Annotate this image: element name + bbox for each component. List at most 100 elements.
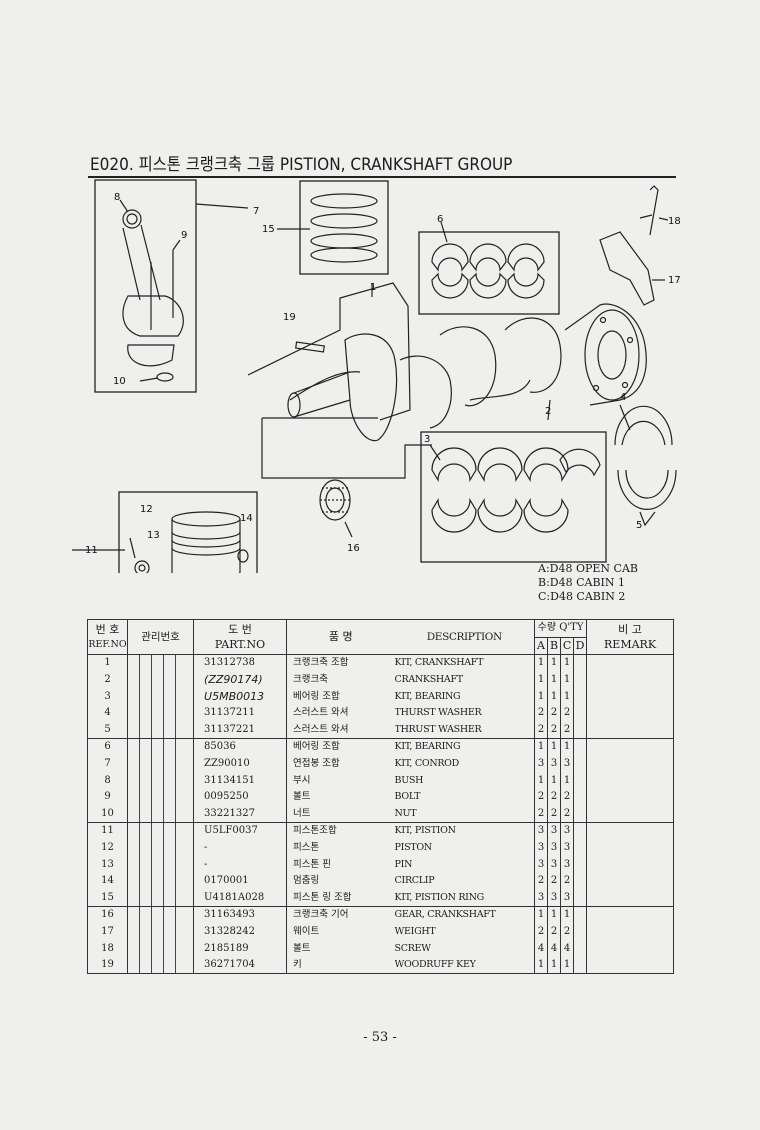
thrust-washer-drawing bbox=[614, 404, 677, 527]
qty-b-cell: 1 bbox=[547, 772, 561, 789]
description-cell: KIT, PISTION bbox=[394, 825, 456, 837]
exploded-parts-diagram: 1 2 3 4 5 6 7 8 9 10 11 12 13 14 15 16 1… bbox=[72, 179, 681, 573]
korean-name-cell: 피스톤조합 bbox=[286, 822, 395, 840]
qty-a-cell: 1 bbox=[534, 738, 548, 756]
mgmt-cell bbox=[139, 822, 152, 840]
callout: 15 bbox=[262, 224, 275, 235]
lower-bearing-drawing bbox=[420, 431, 607, 563]
qty-d-cell bbox=[573, 721, 587, 740]
mgmt-cell bbox=[151, 738, 164, 756]
mgmt-cell bbox=[151, 805, 164, 824]
mgmt-cell bbox=[163, 671, 176, 689]
qty-c-cell: 3 bbox=[560, 856, 574, 873]
korean-name-cell: 피스톤 링 조합 bbox=[286, 889, 395, 908]
mgmt-cell bbox=[176, 940, 194, 957]
piston-ring-drawing bbox=[277, 180, 389, 275]
qty-b-cell: 2 bbox=[547, 721, 561, 740]
description-cell: BOLT bbox=[394, 791, 421, 803]
mgmt-cell bbox=[127, 822, 140, 840]
ref-cell: 13 bbox=[87, 856, 128, 873]
qty-b-cell: 3 bbox=[547, 839, 561, 857]
description-cell: PISTON bbox=[394, 842, 433, 854]
qty-c-cell: 1 bbox=[560, 906, 574, 924]
crank-gear-drawing bbox=[319, 479, 353, 538]
mgmt-cell bbox=[127, 940, 140, 957]
mgmt-cell bbox=[127, 788, 140, 806]
mgmt-cell bbox=[176, 789, 194, 806]
qty-d-cell bbox=[573, 704, 587, 722]
qty-d-cell bbox=[573, 755, 587, 773]
part-no-cell: 0095250 bbox=[193, 788, 287, 806]
mgmt-cell bbox=[163, 839, 176, 857]
mgmt-cell bbox=[163, 872, 176, 890]
part-no-cell: ZZ90010 bbox=[193, 755, 287, 773]
mgmt-cell bbox=[175, 721, 194, 740]
description-cell: GEAR, CRANKSHAFT bbox=[394, 909, 496, 921]
mgmt-cell bbox=[163, 788, 176, 806]
mgmt-cell bbox=[163, 805, 176, 824]
qty-c-cell: 1 bbox=[560, 772, 574, 789]
callout: 11 bbox=[85, 545, 98, 556]
qty-a-cell: 1 bbox=[534, 654, 548, 672]
piston-drawing bbox=[72, 491, 258, 573]
mgmt-cell bbox=[139, 839, 152, 857]
korean-name-cell: 베어링 조합 bbox=[286, 688, 395, 705]
header-qty: 수량 Q'TY bbox=[534, 619, 588, 638]
description-cell: SCREW bbox=[394, 942, 431, 954]
ref-cell: 9 bbox=[87, 788, 128, 806]
header-description: DESCRIPTION bbox=[394, 618, 536, 656]
mgmt-cell bbox=[175, 889, 194, 908]
qty-d-cell bbox=[573, 923, 587, 941]
remark-cell bbox=[586, 822, 675, 840]
remark-cell bbox=[586, 688, 675, 705]
qty-c-cell: 3 bbox=[560, 755, 574, 773]
qty-d-cell bbox=[573, 688, 587, 705]
ref-cell: 16 bbox=[87, 906, 128, 924]
mgmt-cell bbox=[163, 704, 176, 722]
ref-cell: 10 bbox=[87, 805, 128, 824]
part-no-cell: 31163493 bbox=[193, 906, 287, 924]
qty-c-cell: 2 bbox=[560, 872, 574, 890]
remark-cell bbox=[586, 889, 675, 908]
part-no-cell: 36271704 bbox=[193, 956, 287, 975]
mgmt-cell bbox=[139, 688, 152, 705]
header-qty-a: A bbox=[534, 636, 549, 656]
qty-b-cell: 1 bbox=[547, 688, 561, 705]
mgmt-cell bbox=[163, 940, 176, 957]
callout: 16 bbox=[347, 543, 360, 554]
korean-name-cell: 베어링 조합 bbox=[286, 738, 395, 756]
mgmt-cell bbox=[139, 856, 152, 873]
parts-table: 번 호 REF.NO 관리번호 도 번 PART.NO 품 명 DESCRIPT… bbox=[87, 618, 675, 975]
callout: 5 bbox=[636, 520, 642, 531]
remark-cell bbox=[586, 906, 675, 924]
callout: 7 bbox=[253, 206, 259, 217]
ref-cell: 19 bbox=[87, 956, 128, 975]
remark-cell bbox=[586, 940, 675, 957]
part-no-cell: U5LF0037 bbox=[193, 822, 287, 840]
korean-name-cell: 웨이트 bbox=[286, 923, 395, 941]
mgmt-cell bbox=[139, 654, 152, 672]
mgmt-cell bbox=[175, 956, 194, 975]
mgmt-cell bbox=[127, 805, 140, 824]
mgmt-cell bbox=[176, 907, 194, 924]
mgmt-cell bbox=[176, 672, 194, 689]
ref-cell: 12 bbox=[87, 839, 128, 857]
mgmt-cell bbox=[151, 923, 164, 941]
mgmt-cell bbox=[139, 906, 152, 924]
mgmt-cell bbox=[139, 940, 152, 957]
qty-b-cell: 3 bbox=[547, 822, 561, 840]
qty-c-cell: 2 bbox=[560, 721, 574, 740]
qty-a-cell: 3 bbox=[534, 839, 548, 857]
mgmt-cell bbox=[163, 755, 176, 773]
qty-c-cell: 1 bbox=[560, 671, 574, 689]
mgmt-cell bbox=[139, 755, 152, 773]
qty-a-cell: 4 bbox=[534, 940, 548, 957]
korean-name-cell: 볼트 bbox=[286, 940, 395, 957]
korean-name-cell: 볼트 bbox=[286, 788, 395, 806]
